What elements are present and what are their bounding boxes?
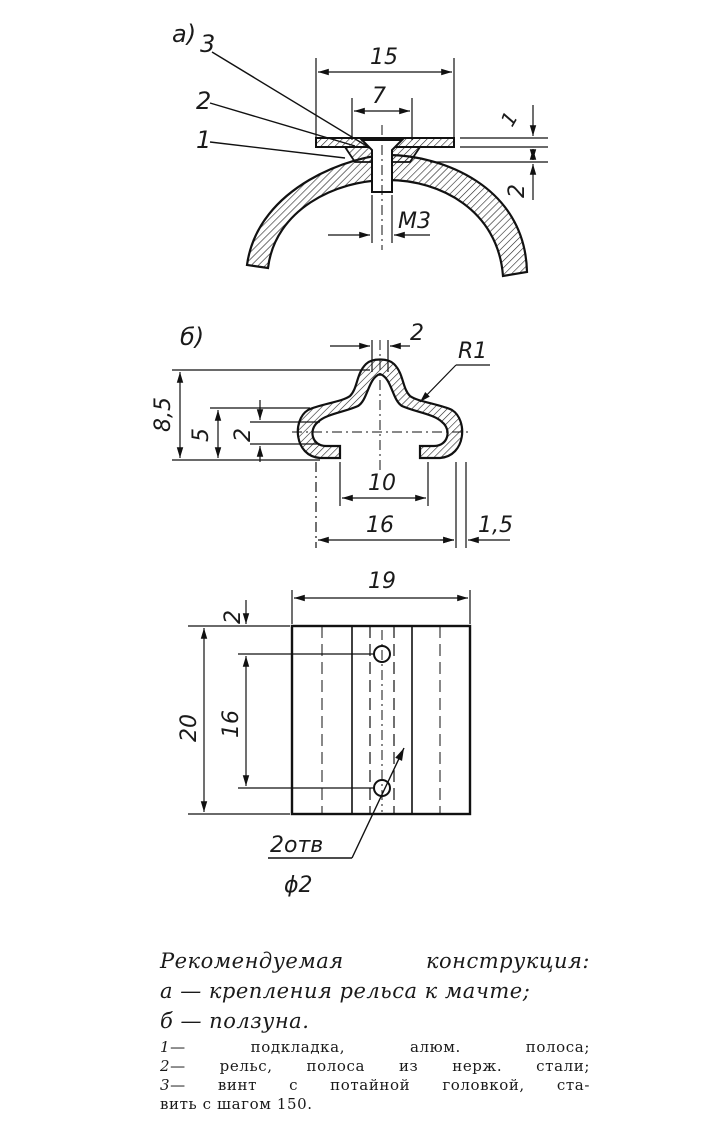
legend-number: 2 — [160, 1057, 171, 1075]
mast-section — [245, 153, 529, 278]
figure-b: б) 2 R1 8,5 5 2 10 — [151, 321, 513, 548]
caption-title-word1: Рекомендуемая — [160, 949, 344, 973]
dim-2-label: 2 — [505, 184, 530, 198]
callout-1-leader — [209, 141, 346, 159]
figure-c: 19 20 16 2 2отв ϕ2 — [177, 569, 472, 898]
dim-m3-label: M3 — [398, 209, 431, 234]
dim-15-label: 15 — [370, 45, 398, 70]
figure-a: а) 3 2 1 15 7 1 2 — [172, 20, 548, 278]
caption-title-word2: конструкция: — [425, 949, 590, 973]
figure-caption: Рекомендуемая конструкция: а — крепления… — [160, 946, 590, 1036]
caption-line-1: Рекомендуемая конструкция: — [160, 946, 590, 976]
dim-pitch-16-label: 16 — [219, 710, 244, 738]
legend-text: — винт с потайной головкой, ста- — [170, 1076, 590, 1094]
dim-offset-2-label: 2 — [221, 610, 246, 624]
dim-inner-width-label: 10 — [368, 471, 396, 496]
legend-item: 1— подкладка, алюм. полоса; — [160, 1038, 590, 1057]
dim-7-label: 7 — [372, 84, 386, 109]
dim-slot-label: 2 — [410, 321, 424, 346]
legend-text: вить с шагом 150. — [160, 1095, 313, 1113]
dim-outer-width-label: 16 — [366, 513, 394, 538]
legend-item: 2— рельс, полоса из нерж. стали; — [160, 1057, 590, 1076]
legend-item: 3— винт с потайной головкой, ста- — [160, 1076, 590, 1095]
callout-1-label: 1 — [196, 126, 211, 154]
slider-profile — [296, 358, 464, 460]
figure-a-panel-label: а) — [172, 20, 196, 48]
hole-diameter-label: ϕ2 — [284, 873, 313, 898]
slider-plan — [290, 624, 472, 816]
callout-2-label: 2 — [196, 87, 211, 115]
legend-number: 3 — [160, 1076, 171, 1094]
dim-width-19-label: 19 — [368, 569, 396, 594]
callout-3-label: 3 — [200, 30, 215, 58]
dim-height-mid-label: 5 — [189, 428, 214, 442]
caption-line-a: а — крепления рельса к мачте; — [160, 979, 531, 1003]
dim-radius-label: R1 — [458, 339, 487, 364]
technical-drawing: а) 3 2 1 15 7 1 2 — [151, 20, 548, 898]
legend-item: вить с шагом 150. — [160, 1095, 590, 1114]
legend-text: — рельс, полоса из нерж. стали; — [170, 1057, 590, 1075]
holes-count-label: 2отв — [270, 833, 323, 858]
legend-text: — подкладка, алюм. полоса; — [170, 1038, 590, 1056]
caption-line-b: б — ползуна. — [160, 1009, 310, 1033]
dim-height-total-label: 8,5 — [151, 397, 176, 432]
parts-legend: 1— подкладка, алюм. полоса; 2— рельс, по… — [160, 1038, 590, 1114]
figure-b-panel-label: б) — [180, 323, 204, 351]
legend-number: 1 — [160, 1038, 171, 1056]
dim-1-label: 1 — [496, 107, 523, 130]
dim-height-20-label: 20 — [177, 714, 202, 742]
dim-height-small-label: 2 — [231, 428, 256, 442]
dim-wall-label: 1,5 — [478, 513, 513, 538]
callout-3-leader — [211, 51, 371, 149]
